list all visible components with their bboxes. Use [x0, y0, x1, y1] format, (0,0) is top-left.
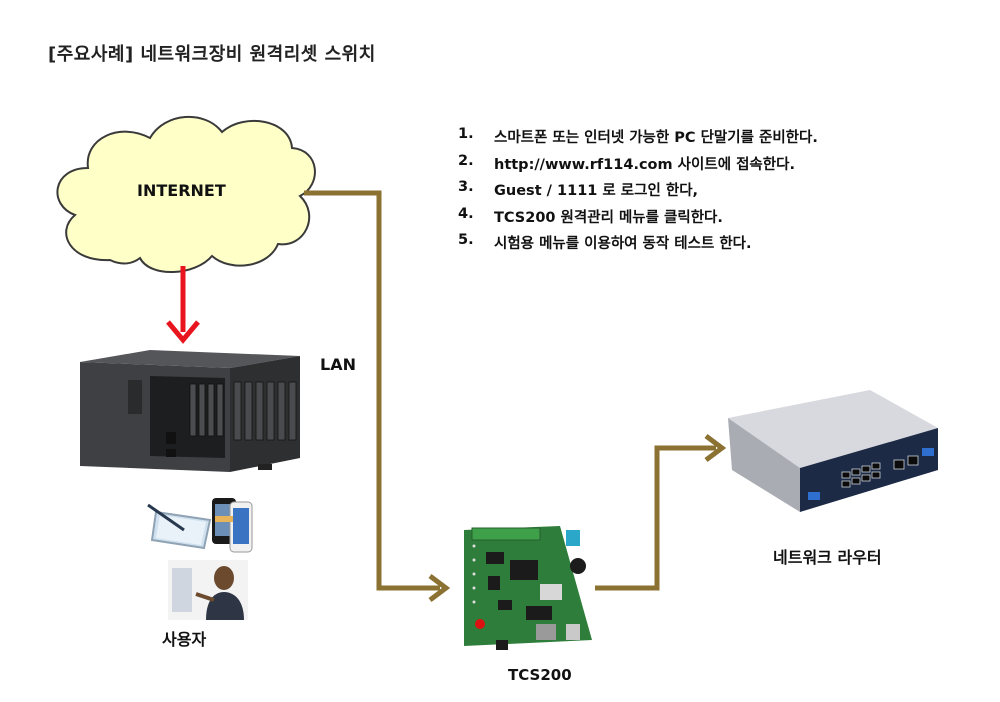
nas-server-icon: [80, 350, 300, 472]
tablet-pen-icon: [147, 503, 212, 550]
step-item: 1. 스마트폰 또는 인터넷 가능한 PC 단말기를 준비한다.: [458, 126, 818, 153]
user-label: 사용자: [162, 630, 207, 649]
step-text: Guest / 1111 로 로그인 한다,: [494, 183, 699, 199]
step-number: 2.: [458, 152, 474, 169]
tcs200-label: TCS200: [508, 666, 572, 684]
internet-label: INTERNET: [137, 181, 226, 200]
page-title: [주요사례] 네트워크장비 원격리셋 스위치: [48, 44, 376, 65]
cloud-icon: [56, 116, 316, 273]
connector-tcs200-to-router: [595, 434, 727, 591]
step-number: 5.: [458, 232, 474, 248]
router-label: 네트워크 라우터: [773, 548, 882, 567]
down-arrow: [166, 266, 200, 344]
step-item: 4. TCS200 원격관리 메뉴를 클릭한다.: [458, 206, 818, 233]
connector-internet-to-tcs200: [304, 190, 451, 602]
network-router-icon: [728, 390, 938, 512]
tcs200-board-icon: [464, 526, 592, 650]
step-text: 스마트폰 또는 인터넷 가능한 PC 단말기를 준비한다.: [494, 130, 818, 146]
step-text: 시험용 메뉴를 이용하여 동작 테스트 한다.: [494, 236, 752, 252]
step-item: 5. 시험용 메뉴를 이용하여 동작 테스트 한다.: [458, 232, 818, 259]
step-number: 1.: [458, 126, 474, 142]
instruction-steps: 1. 스마트폰 또는 인터넷 가능한 PC 단말기를 준비한다. 2. http:/…: [458, 126, 818, 259]
smartphone-icon: [212, 498, 253, 553]
step-text: http://www.rf114.com 사이트에 접속한다.: [494, 156, 795, 173]
step-number: 3.: [458, 179, 474, 195]
step-item: 3. Guest / 1111 로 로그인 한다,: [458, 179, 818, 206]
step-number: 4.: [458, 205, 474, 222]
lan-label: LAN: [320, 355, 356, 374]
step-text: TCS200 원격관리 메뉴를 클릭한다.: [494, 209, 723, 226]
step-item: 2. http://www.rf114.com 사이트에 접속한다.: [458, 153, 818, 180]
user-photo-icon: [168, 560, 248, 620]
